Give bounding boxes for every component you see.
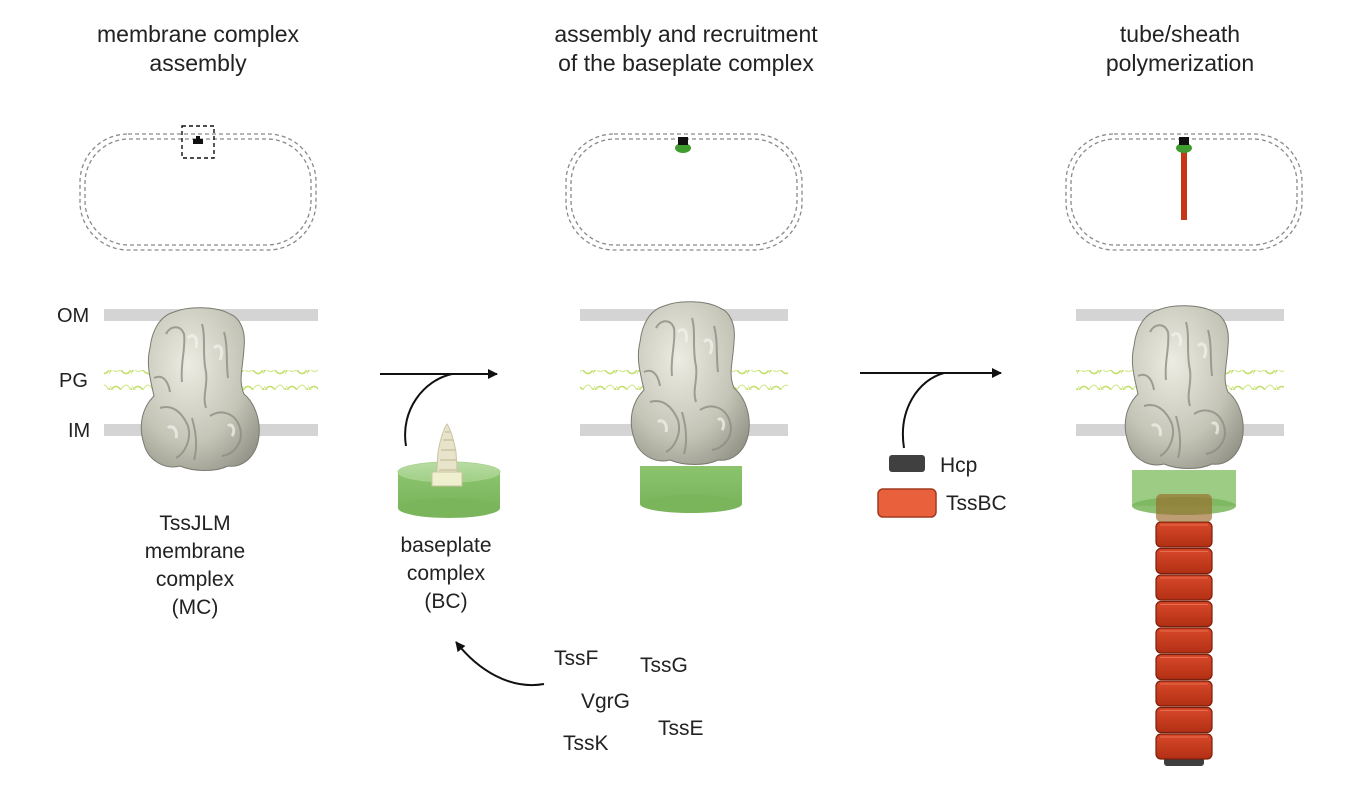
legend-tssbc-swatch — [877, 488, 937, 518]
panel-2-title: assembly and recruitment of the baseplat… — [554, 21, 818, 76]
bc-label-line2: complex — [407, 562, 486, 585]
component-tssk: TssK — [563, 732, 609, 755]
mc-label-line2: membrane — [145, 540, 245, 563]
panel-3-title-line2: polymerization — [1106, 50, 1254, 76]
sheath-segment — [1155, 733, 1213, 760]
legend-hcp-swatch — [889, 455, 925, 472]
legend: Hcp TssBC — [877, 454, 1007, 518]
sheath-segments — [1155, 521, 1213, 760]
bc-marker — [1176, 143, 1192, 153]
panel-3-title-line1: tube/sheath — [1120, 21, 1240, 47]
component-tssg: TssG — [640, 654, 688, 677]
panel-1-title-line2: assembly — [149, 50, 247, 76]
panel-3-title: tube/sheath polymerization — [1106, 21, 1254, 76]
sheath-top-overlap — [1156, 494, 1212, 522]
sheath-segment — [1155, 521, 1213, 548]
baseplate-panel-2 — [640, 466, 742, 513]
om-label: OM — [57, 305, 89, 327]
component-tsse: TssE — [658, 717, 704, 740]
mc-marker — [678, 137, 688, 145]
cell-outline-2 — [565, 133, 803, 251]
legend-hcp-label: Hcp — [940, 454, 977, 477]
baseplate-panel-3 — [1132, 470, 1236, 522]
sheath-segment — [1155, 653, 1213, 681]
sheath-segment — [1155, 680, 1213, 707]
pg-label: PG — [59, 370, 88, 392]
component-labels: TssF TssG VgrG TssE TssK — [554, 647, 704, 755]
sheath-segment — [1155, 706, 1213, 734]
panel-1-title-line1: membrane complex — [97, 21, 299, 47]
panel-2-title-line1: assembly and recruitment — [554, 21, 818, 47]
sheath-segment — [1155, 600, 1213, 628]
bc-marker — [675, 143, 691, 153]
sheath-panel-3 — [1155, 521, 1213, 766]
recruitment-arrow-1 — [380, 369, 498, 447]
mc-label-line4: (MC) — [172, 596, 219, 619]
component-vgrg: VgrG — [581, 690, 630, 713]
membrane-complex-3 — [1123, 304, 1245, 470]
membrane-complex-1 — [139, 306, 261, 472]
sheath-marker — [1181, 148, 1187, 220]
panel-2-title-line2: of the baseplate complex — [558, 50, 814, 76]
vgrg-spike — [431, 423, 463, 487]
zoom-box — [181, 125, 215, 159]
bc-label: baseplate complex (BC) — [400, 534, 491, 613]
sheath-segment — [1155, 627, 1213, 654]
mc-marker — [1179, 137, 1189, 145]
mc-label-line1: TssJLM — [159, 512, 230, 535]
mc-label-line3: complex — [156, 568, 235, 591]
components-arrow — [455, 641, 545, 687]
sheath-segment — [1155, 547, 1213, 575]
recruitment-arrow-2 — [860, 368, 1002, 449]
legend-tssbc-label: TssBC — [946, 492, 1007, 515]
bc-label-line1: baseplate — [400, 534, 491, 557]
mc-label: TssJLM membrane complex (MC) — [145, 512, 245, 619]
component-tssf: TssF — [554, 647, 598, 670]
im-label: IM — [68, 420, 90, 442]
baseplate-complex — [397, 423, 501, 518]
panel-1-title: membrane complex assembly — [97, 21, 299, 76]
bc-label-line3: (BC) — [424, 590, 467, 613]
cell-outline-3 — [1065, 133, 1303, 251]
layer-labels: OM PG IM — [57, 305, 90, 442]
mc-marker — [193, 136, 203, 144]
membrane-complex-2 — [629, 300, 751, 466]
sheath-segment — [1155, 574, 1213, 601]
cell-outline-1 — [79, 125, 317, 251]
